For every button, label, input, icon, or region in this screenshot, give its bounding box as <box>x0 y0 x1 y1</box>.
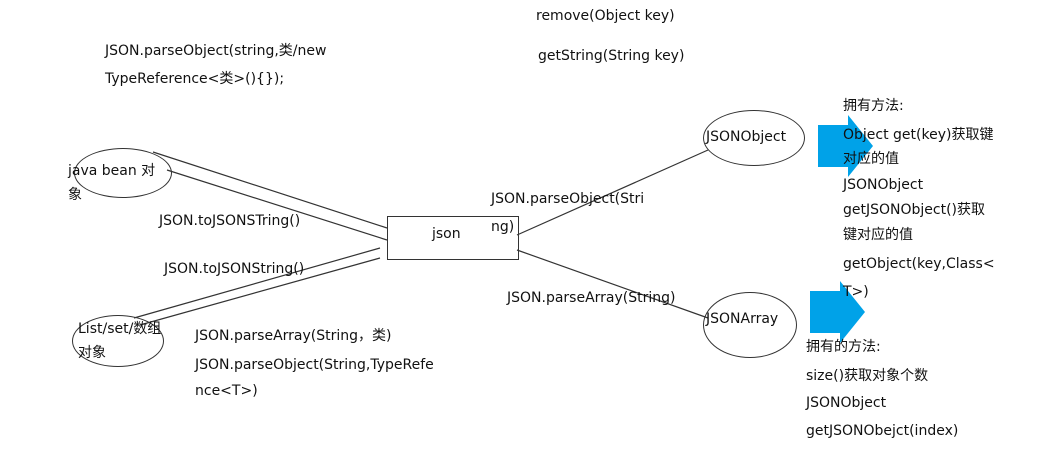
edge-bean-json-upper <box>152 151 388 229</box>
json-object-methods-heading: 拥有方法: <box>843 98 904 114</box>
edge-label-parse-object-line2: ng) <box>491 219 515 235</box>
json-object-method-line: 键对应的值 <box>843 227 913 243</box>
note-remove: remove(Object key) <box>536 8 675 24</box>
edge-label-to-json-string-1: JSON.toJSONSTring() <box>159 213 301 229</box>
edge-label-parse-object-line1: JSON.parseObject(Stri <box>491 191 645 207</box>
json-object-method-line: Object get(key)获取键 <box>843 127 994 143</box>
json-box-label: json <box>432 226 461 242</box>
note-parse-object-typeref-line2: TypeReference<类>(){}); <box>105 71 285 87</box>
json-object-method-line: 对应的值 <box>843 151 899 167</box>
json-object-label: JSONObject <box>706 129 787 145</box>
edge-json-jsonobject <box>516 149 709 236</box>
edge-label-to-json-string-2: JSON.toJSONString() <box>164 261 305 277</box>
java-bean-node <box>74 148 172 198</box>
edge-bean-json-lower <box>166 169 388 241</box>
json-object-method-line: T>) <box>843 284 869 300</box>
json-object-method-line: getJSONObject()获取 <box>843 202 986 218</box>
note-parse-object-typeref-line1: JSON.parseObject(string,类/new <box>105 43 327 59</box>
edge-list-json-upper <box>133 247 381 319</box>
java-bean-label-line1: java bean 对 <box>68 163 156 179</box>
json-array-method-line: getJSONObejct(index) <box>806 423 959 439</box>
json-object-method-line: JSONObject <box>843 177 924 193</box>
list-set-node <box>72 315 164 367</box>
edge-json-jsonarray <box>516 249 709 319</box>
list-set-label-line1: List/set/数组 <box>78 321 162 337</box>
note-list-parse-line1: JSON.parseArray(String，类) <box>195 328 392 344</box>
json-array-method-line: JSONObject <box>806 395 887 411</box>
edge-list-json-lower <box>139 257 381 326</box>
json-array-node <box>703 292 797 358</box>
list-set-label-line2: 对象 <box>78 345 106 361</box>
arrow-right-icon <box>818 115 873 177</box>
note-list-parse-line2: JSON.parseObject(String,TypeRefe <box>195 357 434 373</box>
json-object-node <box>703 110 805 166</box>
json-array-method-line: size()获取对象个数 <box>806 368 929 384</box>
json-object-method-line: getObject(key,Class< <box>843 256 995 272</box>
note-get-string: getString(String key) <box>538 48 685 64</box>
java-bean-label-line2: 象 <box>68 187 82 203</box>
edge-label-parse-array: JSON.parseArray(String) <box>507 290 676 306</box>
json-array-label: JSONArray <box>706 311 779 327</box>
note-list-parse-line3: nce<T>) <box>195 383 258 399</box>
json-box: json <box>387 216 519 260</box>
json-array-methods-heading: 拥有的方法: <box>806 339 881 355</box>
arrow-right-icon <box>810 281 865 343</box>
